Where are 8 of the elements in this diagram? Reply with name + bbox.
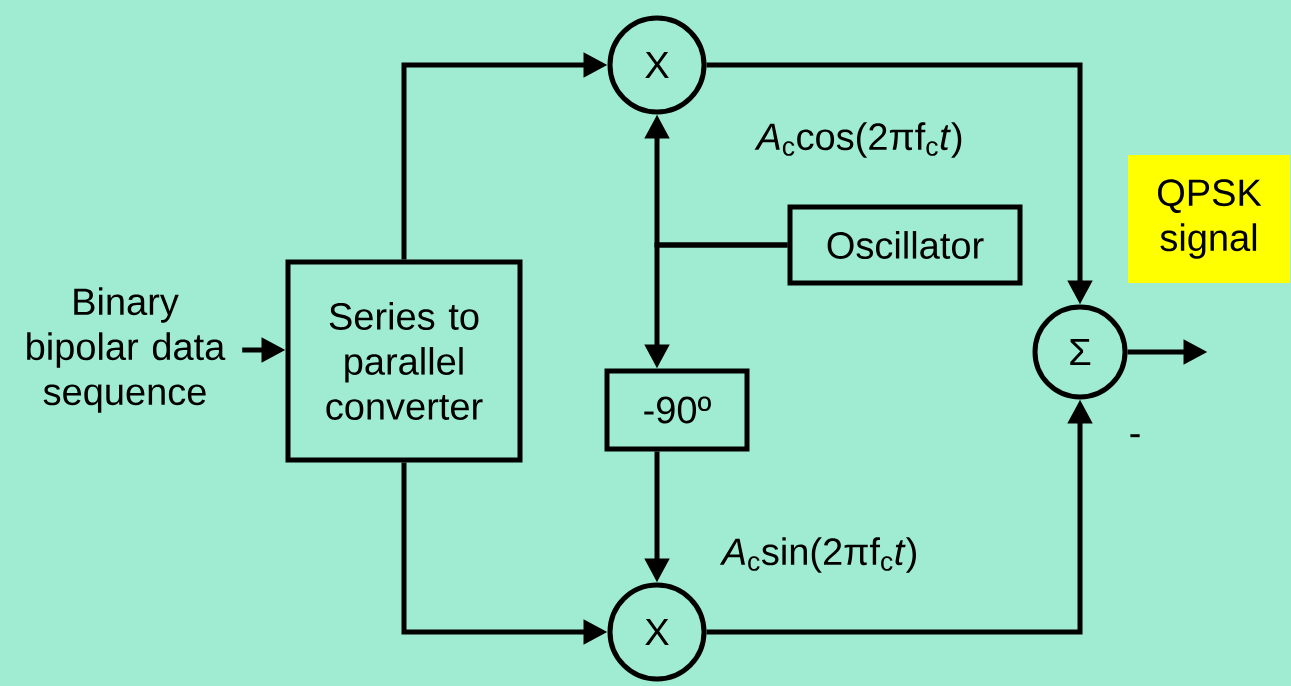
input-label: Binary bipolar data sequence	[27, 287, 226, 413]
process-box: Series to parallel converter	[285, 259, 523, 463]
sign-label: -	[1130, 434, 1140, 438]
process-box: -90º	[604, 368, 750, 452]
signal-formula: A$_{c}$sin(2πf$_{c}$t)	[719, 537, 916, 573]
signal-formula: A$_{c}$cos(2πf$_{c}$t)	[754, 122, 962, 158]
output-label: QPSK signal	[1128, 155, 1290, 283]
process-box: Oscillator	[787, 204, 1023, 286]
